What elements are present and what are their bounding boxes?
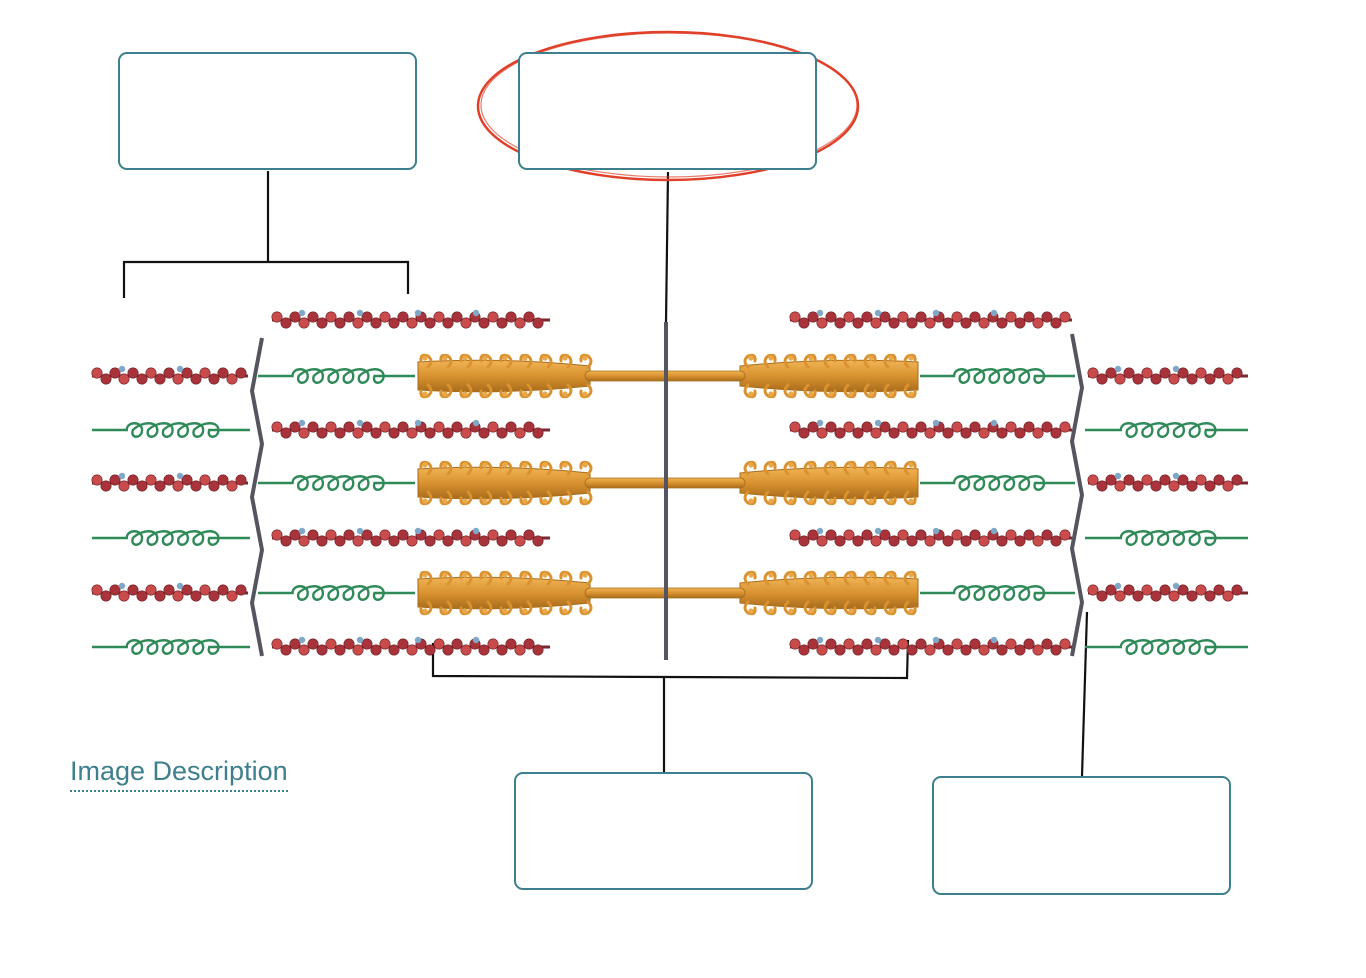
titin-springs	[92, 368, 1248, 655]
z-disc-icon	[1070, 333, 1084, 657]
leader-lines	[122, 171, 1089, 777]
actin-filament-icon	[91, 365, 248, 385]
myosin-filaments	[417, 353, 919, 616]
myosin-thick-filament-icon	[417, 460, 919, 506]
label-box-top-left[interactable]	[118, 52, 417, 170]
leader-top-left	[122, 171, 410, 298]
actin-filament-icon	[789, 527, 1072, 547]
label-box-bottom-right[interactable]	[932, 776, 1231, 895]
actin-filament-icon	[789, 419, 1072, 439]
titin-spring-icon	[92, 530, 250, 546]
label-box-top-center[interactable]	[518, 52, 817, 170]
actin-filament-icon	[1087, 472, 1248, 492]
actin-filament-icon	[91, 472, 248, 492]
titin-spring-icon	[92, 422, 250, 438]
titin-spring-icon	[258, 475, 415, 491]
myosin-thick-filament-icon	[417, 570, 919, 616]
titin-spring-icon	[920, 585, 1075, 601]
leader-top-center	[664, 171, 670, 323]
myosin-thick-filament-icon	[417, 353, 919, 399]
actin-filament-icon	[271, 527, 550, 547]
leader-bottom-center	[431, 639, 910, 772]
actin-filament-icon	[1087, 365, 1248, 385]
red-highlight-ellipse-icon	[476, 30, 860, 182]
actin-filament-icon	[1087, 582, 1248, 602]
titin-spring-icon	[1085, 639, 1248, 655]
actin-filament-icon	[91, 582, 248, 602]
leader-bottom-right	[1080, 611, 1089, 777]
titin-spring-icon	[258, 585, 415, 601]
titin-spring-icon	[92, 639, 250, 655]
titin-spring-icon	[258, 368, 415, 384]
titin-spring-icon	[920, 368, 1075, 384]
actin-filament-icon	[271, 309, 550, 329]
titin-spring-icon	[920, 475, 1075, 491]
actin-filaments	[91, 309, 1248, 656]
actin-filament-icon	[789, 309, 1072, 329]
actin-filament-icon	[789, 636, 1072, 656]
actin-filament-icon	[271, 636, 550, 656]
titin-spring-icon	[1085, 422, 1248, 438]
z-disc-icon	[250, 337, 264, 657]
image-description-link[interactable]: Image Description	[70, 756, 288, 792]
actin-filament-icon	[271, 419, 550, 439]
label-box-bottom-center[interactable]	[514, 772, 813, 890]
titin-spring-icon	[1085, 530, 1248, 546]
z-discs	[250, 333, 1084, 657]
